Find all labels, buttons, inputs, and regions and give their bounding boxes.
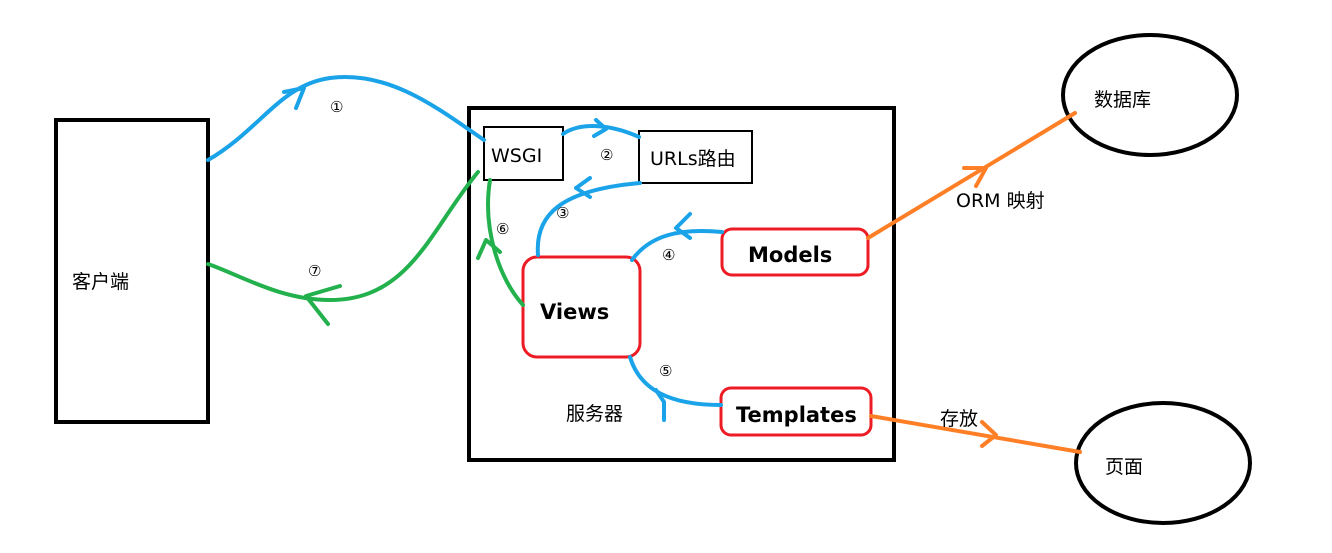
arrow-wsgi-to-client (206, 170, 480, 302)
arrowhead-4 (674, 212, 692, 240)
arrow-wsgi-to-urls (561, 124, 641, 139)
database-label: 数据库 (1094, 89, 1151, 111)
client-box (54, 118, 210, 424)
arrowhead-1 (282, 86, 306, 110)
arrow-views-to-wsgi (486, 178, 525, 307)
server-label: 服务器 (566, 403, 623, 425)
step-1-label: ① (330, 98, 343, 116)
wsgi-box (483, 126, 564, 181)
urls-box (638, 130, 753, 184)
orm-label: ORM 映射 (956, 190, 1045, 212)
arrow-models-to-database (866, 111, 1077, 240)
step-3-label: ③ (556, 204, 569, 222)
arrowhead-5 (654, 388, 666, 422)
arrow-templates-to-page (869, 414, 1082, 454)
templates-label: Templates (736, 403, 857, 427)
arrow-client-to-wsgi (206, 75, 486, 162)
step-6-label: ⑥ (496, 220, 509, 238)
page-label: 页面 (1105, 456, 1143, 478)
arrowhead-2 (592, 118, 608, 138)
page-ellipse (1074, 401, 1252, 525)
step-7-label: ⑦ (308, 262, 321, 280)
arrowhead-7 (304, 284, 342, 326)
server-box (467, 106, 896, 462)
models-label: Models (748, 243, 832, 267)
templates-box (719, 386, 873, 437)
models-box (720, 227, 870, 277)
database-ellipse (1061, 33, 1239, 157)
arrow-templates-to-views (628, 355, 723, 407)
arrow-urls-to-views (535, 181, 642, 257)
step-4-label: ④ (662, 246, 675, 264)
views-label: Views (540, 300, 609, 324)
arrowhead-store (980, 420, 998, 448)
arrowhead-6 (476, 238, 502, 260)
step-2-label: ② (600, 146, 613, 164)
arrow-models-to-views (630, 228, 724, 262)
step-5-label: ⑤ (659, 362, 672, 380)
arrowhead-3 (574, 176, 592, 199)
client-label: 客户端 (72, 271, 129, 293)
store-label: 存放 (940, 408, 978, 430)
wsgi-label: WSGI (491, 145, 542, 167)
arrowhead-orm (962, 166, 988, 188)
urls-label: URLs路由 (650, 148, 736, 170)
